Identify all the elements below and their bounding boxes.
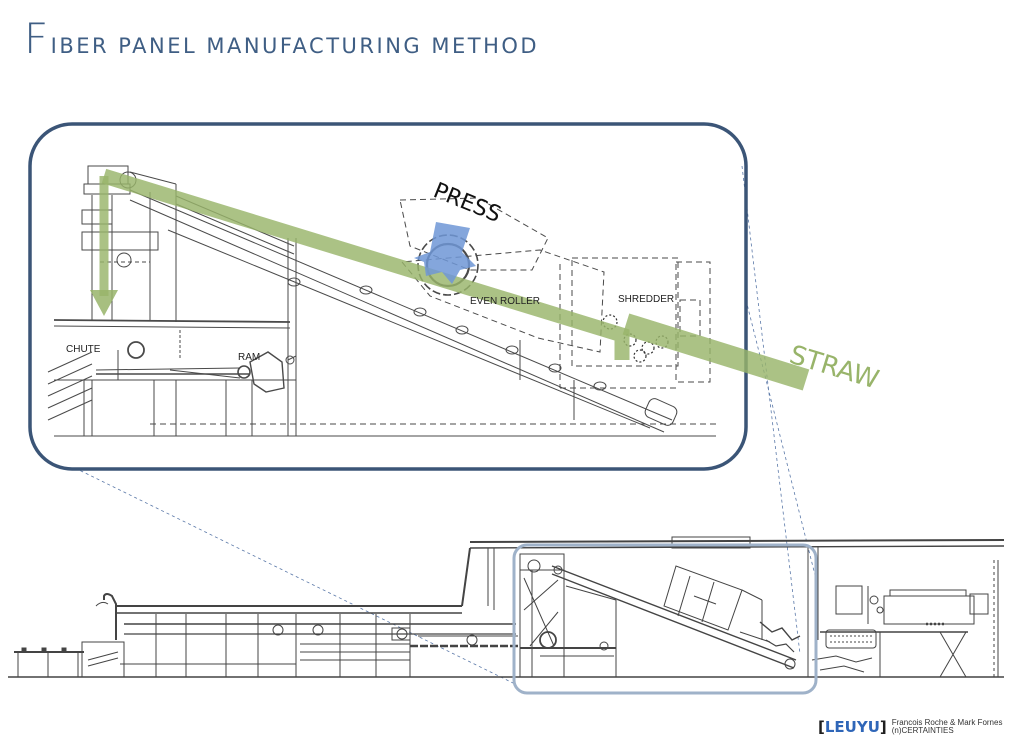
detail-machine-drawing xyxy=(47,165,716,437)
straw-flow-arrow xyxy=(99,168,810,391)
press-indicator xyxy=(414,222,476,284)
production-line-drawing xyxy=(8,536,1005,678)
brand-name: LEUYU xyxy=(824,718,880,736)
brand-bracket-open: [ xyxy=(818,718,825,736)
shredder-label: SHREDDER xyxy=(618,294,674,305)
authors-text: Francois Roche & Mark Fornes xyxy=(891,718,1003,727)
brand-bracket-close: ] xyxy=(879,718,887,736)
straw-down-arrowhead xyxy=(90,290,118,316)
detail-frame xyxy=(28,122,748,471)
zoom-connectors xyxy=(74,165,816,685)
credits-text: Francois Roche & Mark Fornes (n)CERTAINT… xyxy=(892,719,1003,735)
brand-logo: [LEUYU] xyxy=(818,718,887,736)
press-label: PRESS xyxy=(430,178,505,228)
ram-label: RAM xyxy=(238,352,260,363)
chute-label: CHUTE xyxy=(66,344,101,355)
page-title: FIBER PANEL MANUFACTURING METHOD xyxy=(24,14,539,63)
even-roller-label: EVEN ROLLER xyxy=(470,296,540,307)
detail-location-box xyxy=(512,543,818,695)
title-initial: F xyxy=(24,14,51,63)
project-text: (n)CERTAINTIES xyxy=(891,726,954,735)
title-rest: IBER PANEL MANUFACTURING METHOD xyxy=(50,34,540,58)
footer-credits: [LEUYU] Francois Roche & Mark Fornes (n)… xyxy=(818,716,1006,738)
